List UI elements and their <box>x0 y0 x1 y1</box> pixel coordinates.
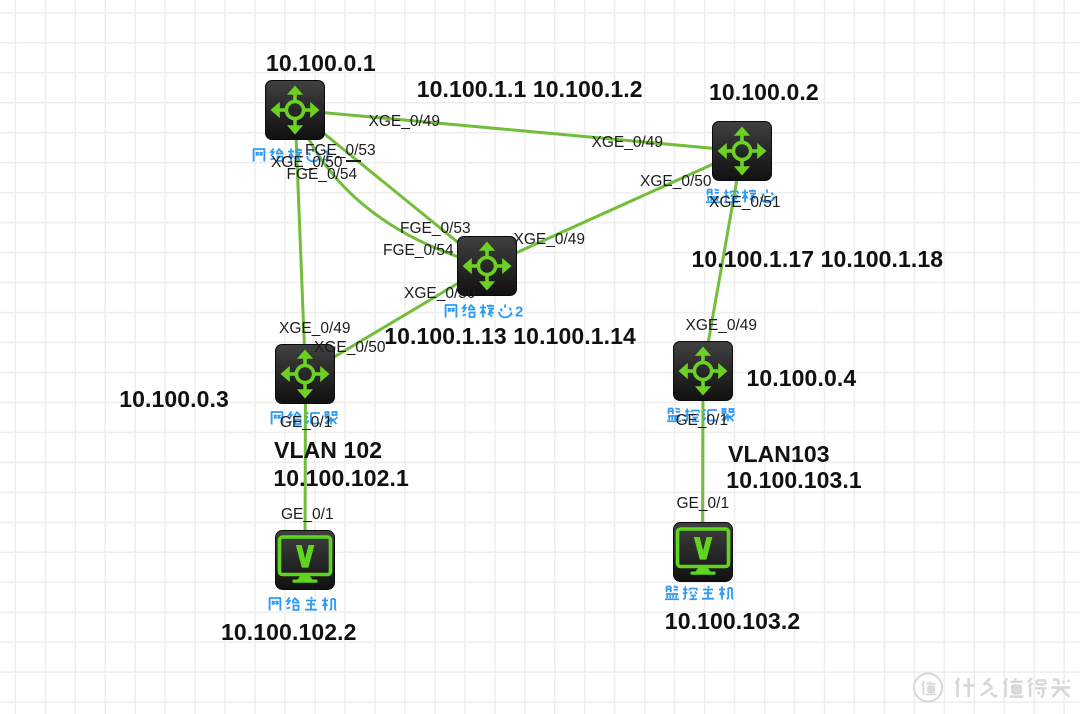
svg-text:2: 2 <box>515 303 523 320</box>
svg-text:1: 1 <box>323 148 331 165</box>
